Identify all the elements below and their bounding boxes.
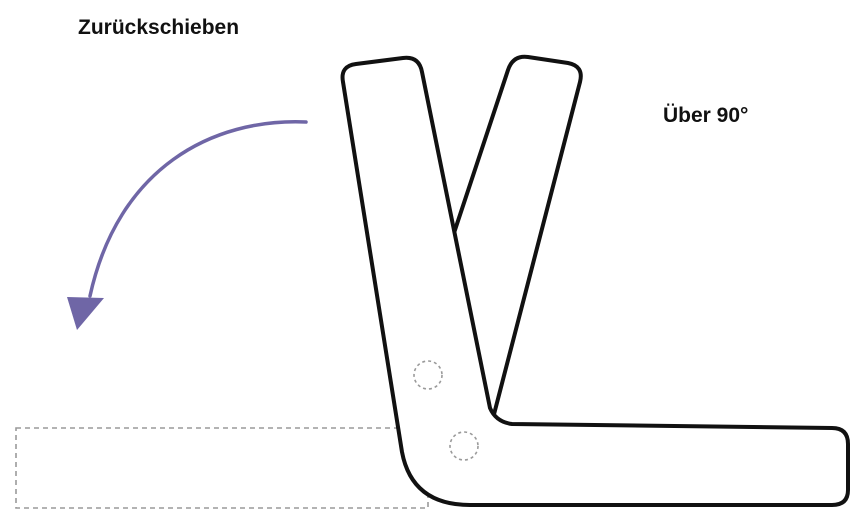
back-arm [449,54,583,424]
curved-arrow-counterclockwise-icon [67,120,308,330]
push-back-label: Zurückschieben [78,16,240,39]
angle-label: Über 90° [663,104,749,127]
pivot-hole-upper [413,360,443,390]
hinge-body [340,55,850,507]
original-position-outline [15,427,429,509]
pivot-hole-lower [449,431,479,461]
